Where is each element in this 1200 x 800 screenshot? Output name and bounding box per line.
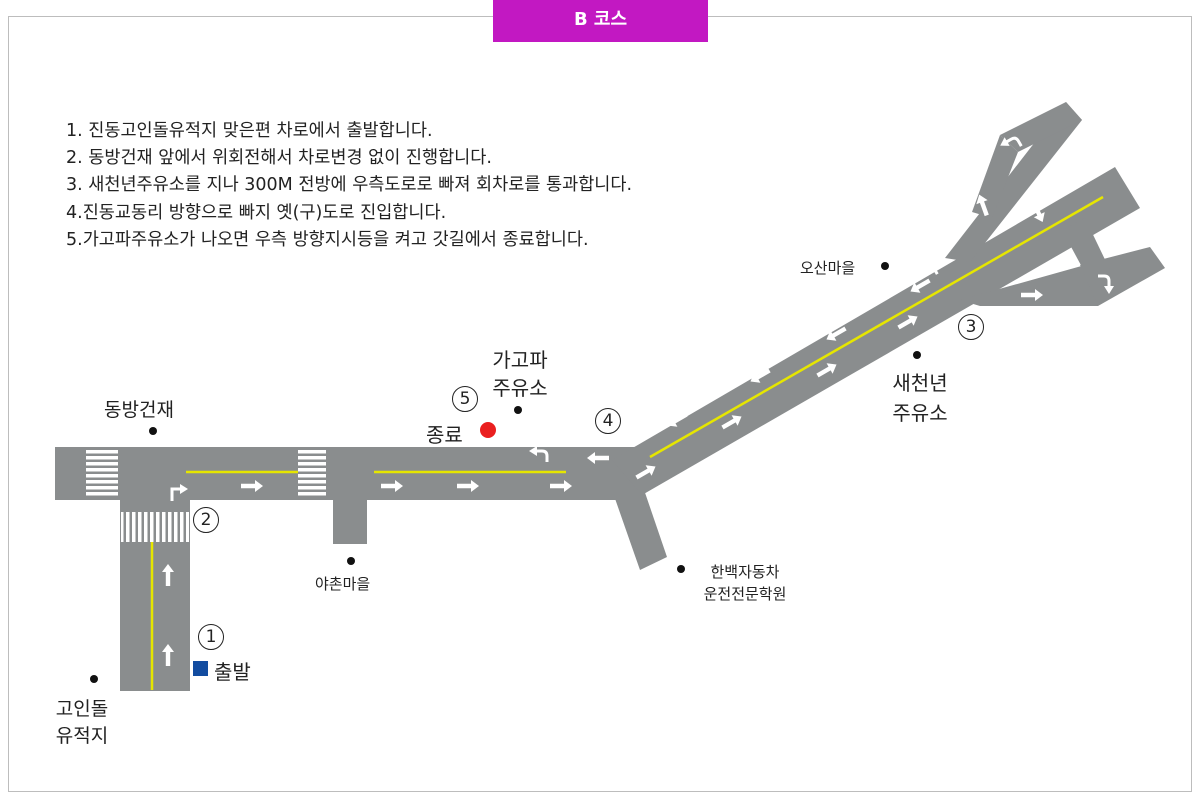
label-yachon: 야촌마을 bbox=[315, 575, 371, 593]
road-main bbox=[55, 447, 620, 500]
course-title: B 코스 bbox=[493, 0, 708, 42]
label-dongbang: 동방건재 bbox=[104, 399, 174, 421]
start-marker-icon bbox=[193, 661, 208, 676]
road-network bbox=[55, 102, 1165, 691]
instruction-step: 2. 동방건재 앞에서 위회전해서 차로변경 없이 진행합니다. bbox=[66, 148, 492, 169]
waypoint-2: 2 bbox=[193, 507, 219, 533]
label-osan: 오산마을 bbox=[800, 259, 856, 277]
landmark-dot bbox=[514, 406, 522, 414]
road-loop-left bbox=[972, 135, 1018, 218]
label-saecheonnyeon-line1: 새천년 bbox=[892, 371, 948, 395]
road-branch-top bbox=[1000, 102, 1082, 152]
instruction-step: 3. 새천년주유소를 지나 300M 전방에 우측도로로 빠져 회차로를 통과합… bbox=[66, 175, 633, 196]
label-goindol-line2: 유적지 bbox=[55, 725, 109, 747]
start-label: 출발 bbox=[214, 660, 251, 684]
landmark-dot bbox=[149, 427, 157, 435]
direction-arrows bbox=[162, 130, 1116, 666]
label-goindol: 고인돌 유적지 bbox=[42, 694, 122, 748]
landmark-dot bbox=[881, 262, 889, 270]
road-hanbaek bbox=[612, 478, 667, 570]
instruction-step: 1. 진동고인돌유적지 맞은편 차로에서 출발합니다. bbox=[66, 121, 433, 141]
label-hanbaek: 한백자동차 운전전문학원 bbox=[685, 561, 805, 605]
waypoint-4: 4 bbox=[595, 408, 621, 434]
end-marker-icon bbox=[480, 422, 496, 438]
crosswalk bbox=[298, 449, 326, 498]
end-label: 종료 bbox=[426, 423, 463, 447]
landmark-dot bbox=[913, 351, 921, 359]
label-gagopa-line1: 가고파 bbox=[492, 348, 548, 372]
label-goindol-line1: 고인돌 bbox=[55, 698, 109, 720]
road-diagonal bbox=[612, 167, 1140, 495]
landmark-dot bbox=[347, 557, 355, 565]
road-yachon bbox=[333, 500, 367, 544]
waypoint-3: 3 bbox=[958, 314, 984, 340]
landmark-dot bbox=[90, 675, 98, 683]
label-hanbaek-line2: 운전전문학원 bbox=[703, 585, 787, 603]
label-gagopa: 가고파 주유소 bbox=[482, 346, 558, 402]
crosswalk bbox=[86, 449, 118, 498]
road-branch-upper bbox=[945, 102, 1082, 262]
label-gagopa-line2: 주유소 bbox=[492, 376, 548, 400]
label-saecheonnyeon-line2: 주유소 bbox=[892, 401, 948, 425]
waypoint-5: 5 bbox=[452, 386, 478, 412]
road-loop-bottom bbox=[960, 258, 1110, 306]
road-loop-right bbox=[1062, 218, 1110, 282]
waypoint-1: 1 bbox=[198, 624, 224, 650]
instruction-list: 1. 진동고인돌유적지 맞은편 차로에서 출발합니다. 2. 동방건재 앞에서 … bbox=[66, 118, 632, 254]
crosswalk bbox=[121, 512, 189, 542]
label-hanbaek-line1: 한백자동차 bbox=[710, 563, 780, 581]
instruction-step: 4.진동교동리 방향으로 빠지 옛(구)도로 진입합니다. bbox=[66, 202, 447, 223]
turn-right-arrow-icon bbox=[170, 484, 188, 501]
centerlines bbox=[150, 195, 1104, 690]
crosswalks bbox=[86, 449, 326, 542]
label-saecheonnyeon: 새천년 주유소 bbox=[875, 368, 965, 428]
instruction-step: 5.가고파주유소가 나오면 우측 방향지시등을 켜고 갓길에서 종료합니다. bbox=[66, 229, 589, 250]
landmark-dot bbox=[677, 565, 685, 573]
